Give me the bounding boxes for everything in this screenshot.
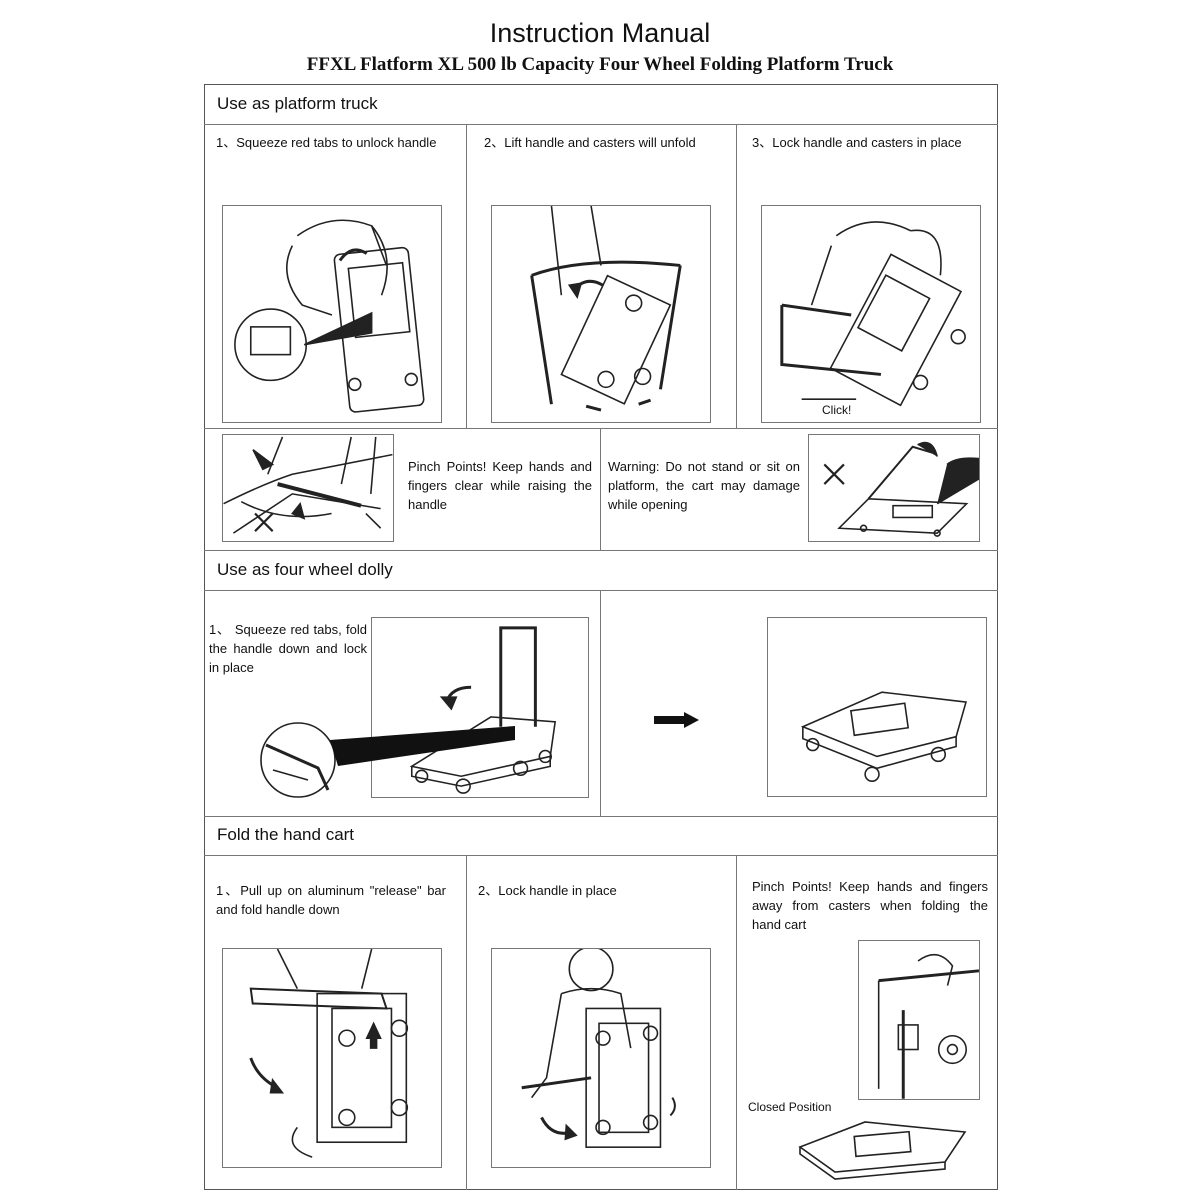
section-heading-platform-truck: Use as platform truck (217, 94, 378, 113)
illustration-lock-handle (761, 205, 981, 423)
illustration-pull-release-bar (222, 948, 442, 1168)
divider (204, 590, 998, 591)
zoom-pointer (330, 722, 515, 772)
divider (204, 428, 998, 429)
illustration-lock-folded-handle (491, 948, 711, 1168)
dolly-step-1: 1、 Squeeze red tabs, fold the handle dow… (209, 622, 367, 675)
fold-step-1: 1、Pull up on aluminum "release" bar and … (216, 883, 446, 917)
divider (600, 590, 601, 816)
divider (204, 550, 998, 551)
illustration-warning (808, 434, 980, 542)
divider (736, 855, 737, 1190)
divider (204, 124, 998, 125)
illustration-squeeze-tabs (222, 205, 442, 423)
manual-title: Instruction Manual (489, 18, 711, 48)
illustration-dolly-folded (767, 617, 987, 797)
divider (204, 816, 998, 817)
illustration-pinch-points (222, 434, 394, 542)
platform-step-3: 3、Lock handle and casters in place (752, 135, 962, 150)
closed-position-label: Closed Position (748, 1100, 832, 1114)
divider (736, 124, 737, 428)
manual-frame (204, 84, 998, 1190)
platform-step-1: 1、Squeeze red tabs to unlock handle (216, 135, 437, 150)
illustration-lift-handle (491, 205, 711, 423)
section-heading-four-wheel-dolly: Use as four wheel dolly (217, 560, 393, 579)
pinch-points-note: Pinch Points! Keep hands and fingers cle… (408, 459, 592, 512)
right-arrow-icon (654, 712, 699, 728)
platform-step-2: 2、Lift handle and casters will unfold (484, 135, 696, 150)
illustration-fold-handle-down (371, 617, 589, 798)
fold-step-2: 2、Lock handle in place (478, 883, 617, 898)
divider (466, 124, 467, 428)
illustration-red-tab-detail (258, 720, 338, 800)
illustration-caster-pinch (858, 940, 980, 1100)
click-label: Click! (822, 403, 852, 417)
warning-note: Warning: Do not stand or sit on platform… (608, 459, 800, 512)
fold-pinch-points-note: Pinch Points! Keep hands and fingers awa… (752, 879, 988, 932)
divider (204, 855, 998, 856)
divider (600, 428, 601, 550)
section-heading-fold-hand-cart: Fold the hand cart (217, 825, 355, 844)
illustration-closed-position (795, 1112, 970, 1180)
manual-subtitle: FFXL Flatform XL 500 lb Capacity Four Wh… (306, 54, 894, 75)
divider (466, 855, 467, 1190)
